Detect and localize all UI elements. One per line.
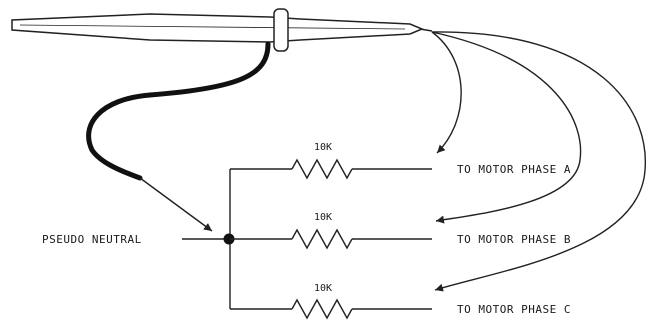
resistor-b [291, 228, 353, 250]
phase-b-label: TO MOTOR PHASE B [457, 233, 571, 246]
phase-a-label: TO MOTOR PHASE A [457, 163, 571, 176]
pseudo-neutral-label: PSEUDO NEUTRAL [42, 233, 142, 246]
resistor-b-value: 10K [314, 212, 332, 223]
probe [11, 8, 433, 52]
resistor-a-value: 10K [314, 142, 332, 153]
resistor-c [291, 298, 353, 320]
tip-arrow-phase-a [431, 31, 462, 154]
probe-collar [273, 8, 289, 52]
ground-lead-cable [86, 41, 271, 181]
resistor-c-value: 10K [314, 283, 332, 294]
tip-arrow-phase-c [431, 31, 647, 292]
ground-lead-arrow [139, 177, 213, 232]
probe-body-seam [19, 24, 406, 30]
resistor-a [291, 158, 353, 180]
probe-body [11, 13, 424, 43]
probe-tip [419, 28, 433, 32]
neutral-junction-dot [223, 233, 235, 245]
phase-c-label: TO MOTOR PHASE C [457, 303, 571, 316]
tip-arrow-phase-b [431, 31, 582, 224]
